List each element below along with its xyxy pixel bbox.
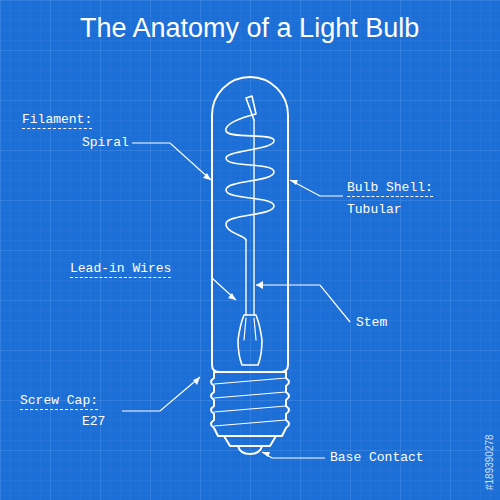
part-heading: Bulb Shell:	[347, 181, 433, 197]
watermark: #189390278	[484, 434, 495, 490]
part-value: E27	[82, 415, 105, 429]
part-heading: Filament:	[22, 113, 92, 129]
part-name: Stem	[356, 316, 387, 330]
title: The Anatomy of a Light Bulb	[80, 14, 419, 44]
part-value: Spiral	[82, 136, 129, 150]
part-heading: Lead-in Wires	[70, 262, 171, 278]
part-heading: Screw Cap:	[20, 394, 98, 410]
part-name: Base Contact	[330, 451, 424, 465]
part-value: Tubular	[347, 203, 402, 217]
